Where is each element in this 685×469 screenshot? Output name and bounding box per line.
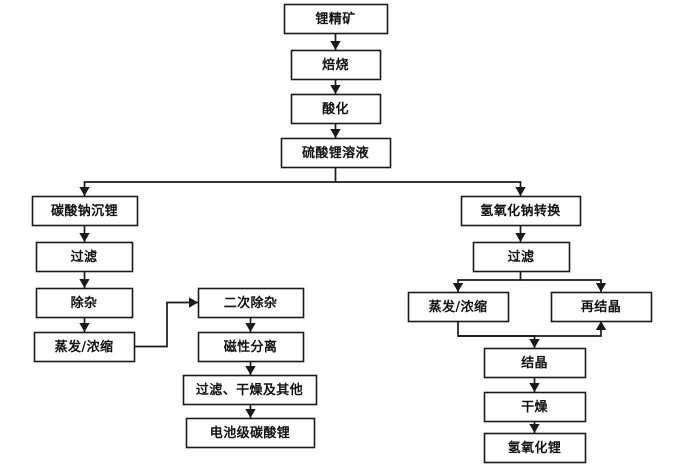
- process-node-label-n12: 电池级碳酸锂: [210, 425, 290, 441]
- edge-guolv-split-zhengfa-arrowhead: [452, 283, 464, 292]
- process-node-label-n10: 磁性分离: [224, 339, 278, 355]
- process-node-label-n3: 酸化: [322, 101, 349, 117]
- edge-bus-to-zaijiejing: [458, 321, 607, 337]
- process-node-box-n1[interactable]: [283, 3, 389, 35]
- process-node-label-n8: 蒸发/浓缩: [55, 339, 114, 355]
- edge-tansuanna-to-guolv: [79, 225, 90, 242]
- edge-zhengfa-to-ercichuza: [134, 297, 198, 348]
- process-node-n2[interactable]: 焙烧: [290, 49, 382, 81]
- process-node-n17[interactable]: 结晶: [483, 347, 587, 379]
- edge-guolv-split-zhengfa: [452, 271, 522, 292]
- nodes-layer: 锂精矿焙烧酸化硫酸锂溶液碳酸钠沉锂过滤除杂蒸发/浓缩二次除杂磁性分离过滤、干燥及…: [31, 3, 653, 464]
- process-node-label-n13: 氢氧化钠转换: [480, 203, 561, 219]
- process-node-n16[interactable]: 再结晶: [550, 291, 653, 323]
- edge-zhengfa-bus-to-jiejing: [457, 321, 540, 348]
- process-node-label-n2: 焙烧: [321, 57, 349, 73]
- process-node-label-n7: 除杂: [71, 295, 98, 311]
- edge-cixing-to-guolvganzao-arrowhead: [245, 366, 256, 375]
- edge-jiejing-to-ganzao-arrowhead: [529, 383, 540, 392]
- edge-liusuanli-split-left-arrowhead: [79, 187, 90, 196]
- process-node-n13[interactable]: 氢氧化钠转换: [460, 195, 582, 227]
- process-node-box-n14[interactable]: [472, 241, 571, 273]
- edge-liusuanli-split-right: [335, 181, 526, 196]
- process-node-box-n11[interactable]: [182, 374, 318, 406]
- process-node-label-n17: 结晶: [521, 355, 548, 371]
- process-node-n7[interactable]: 除杂: [35, 287, 134, 319]
- process-node-box-n10[interactable]: [197, 331, 305, 363]
- edge-qingyanghua-to-guolv: [515, 225, 526, 242]
- process-node-label-n9: 二次除杂: [224, 295, 278, 311]
- process-node-n18[interactable]: 干燥: [483, 391, 587, 423]
- process-node-box-n6[interactable]: [35, 241, 134, 273]
- edge-ganzao-to-qingyanghuali-arrowhead: [529, 424, 540, 433]
- edge-chuza-to-zhengfa: [79, 317, 90, 332]
- process-node-box-n7[interactable]: [35, 287, 134, 319]
- process-node-box-n12[interactable]: [185, 417, 316, 449]
- process-node-box-n9[interactable]: [197, 287, 305, 319]
- process-node-box-n2[interactable]: [290, 49, 382, 81]
- process-node-label-n4: 硫酸锂溶液: [302, 145, 369, 161]
- process-node-n12[interactable]: 电池级碳酸锂: [185, 417, 316, 449]
- process-node-box-n8[interactable]: [33, 331, 136, 363]
- process-node-n8[interactable]: 蒸发/浓缩: [33, 331, 136, 363]
- edge-guolv-to-chuza-arrowhead: [79, 279, 90, 288]
- process-node-box-n15[interactable]: [407, 291, 510, 323]
- edge-guolv-split-zaijiejing: [520, 279, 607, 292]
- process-node-label-n1: 锂精矿: [315, 11, 355, 27]
- process-node-label-n15: 蒸发/浓缩: [429, 299, 488, 315]
- process-node-n1[interactable]: 锂精矿: [283, 3, 389, 35]
- process-node-n3[interactable]: 酸化: [290, 93, 382, 125]
- edge-beishao-to-suanhua-arrowhead: [330, 85, 341, 94]
- edge-liusuanli-split-right-arrowhead: [515, 187, 526, 196]
- process-node-n6[interactable]: 过滤: [35, 241, 134, 273]
- edge-guolvganzao-to-dianchiji: [245, 404, 256, 418]
- process-node-n14[interactable]: 过滤: [472, 241, 571, 273]
- process-node-label-n11: 过滤、干燥及其他: [196, 382, 303, 398]
- edge-zhengfa-to-ercichuza-arrowhead: [189, 297, 198, 308]
- edge-chuza-to-zhengfa-arrowhead: [79, 323, 90, 332]
- process-node-n5[interactable]: 碳酸钠沉锂: [31, 195, 139, 227]
- edge-suanhua-to-liusuanli: [330, 123, 341, 138]
- edge-ercichuza-to-cixing: [245, 317, 256, 332]
- process-node-box-n17[interactable]: [483, 347, 587, 379]
- process-node-box-n19[interactable]: [483, 432, 587, 464]
- edge-ercichuza-to-cixing-arrowhead: [245, 323, 256, 332]
- process-node-n15[interactable]: 蒸发/浓缩: [407, 291, 510, 323]
- process-node-label-n14: 过滤: [508, 249, 535, 265]
- process-node-label-n19: 氢氧化锂: [508, 440, 562, 456]
- process-node-label-n6: 过滤: [71, 249, 98, 265]
- process-node-n19[interactable]: 氢氧化锂: [483, 432, 587, 464]
- process-node-box-n5[interactable]: [31, 195, 139, 227]
- edge-ganzao-to-qingyanghuali: [529, 421, 540, 433]
- edge-beishao-to-suanhua: [330, 79, 341, 94]
- edge-zhengfa-bus-to-jiejing-arrowhead: [529, 339, 540, 348]
- process-node-n11[interactable]: 过滤、干燥及其他: [182, 374, 318, 406]
- process-node-box-n4[interactable]: [280, 137, 392, 169]
- edges-layer: [79, 33, 607, 433]
- process-node-label-n5: 碳酸钠沉锂: [51, 203, 118, 219]
- edge-lijingkuang-to-beishao: [330, 33, 341, 50]
- process-node-box-n13[interactable]: [460, 195, 582, 227]
- process-node-n4[interactable]: 硫酸锂溶液: [280, 137, 392, 169]
- edge-cixing-to-guolvganzao: [245, 361, 256, 375]
- edge-lijingkuang-to-beishao-arrowhead: [330, 41, 341, 50]
- edge-jiejing-to-ganzao: [529, 377, 540, 392]
- process-node-n9[interactable]: 二次除杂: [197, 287, 305, 319]
- edge-qingyanghua-to-guolv-arrowhead: [515, 233, 526, 242]
- process-node-label-n18: 干燥: [521, 399, 548, 415]
- process-node-box-n3[interactable]: [290, 93, 382, 125]
- process-node-box-n16[interactable]: [550, 291, 653, 323]
- edge-suanhua-to-liusuanli-arrowhead: [330, 129, 341, 138]
- process-node-box-n18[interactable]: [483, 391, 587, 423]
- edge-liusuanli-split-left: [79, 167, 337, 196]
- process-node-label-n16: 再结晶: [581, 299, 621, 315]
- edge-tansuanna-to-guolv-arrowhead: [79, 233, 90, 242]
- edge-guolvganzao-to-dianchiji-arrowhead: [245, 409, 256, 418]
- edge-guolv-to-chuza: [79, 271, 90, 288]
- edge-bus-to-zaijiejing-arrowhead: [595, 321, 607, 330]
- edge-guolv-split-zaijiejing-arrowhead: [595, 283, 607, 292]
- process-node-n10[interactable]: 磁性分离: [197, 331, 305, 363]
